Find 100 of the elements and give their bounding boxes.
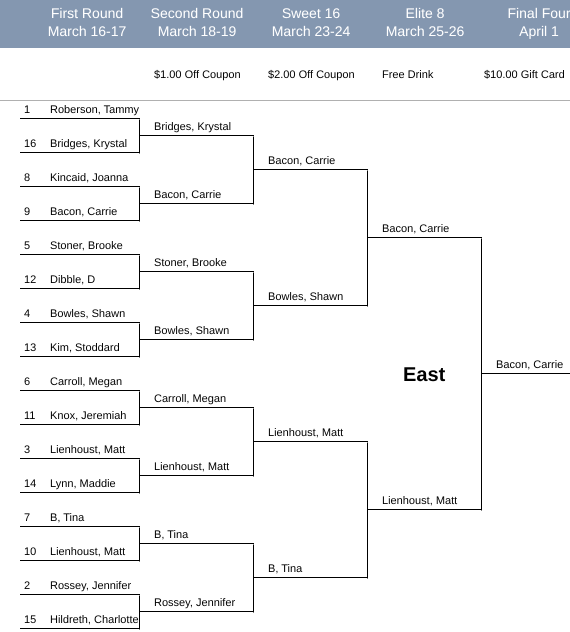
seed-number: 14 xyxy=(24,477,36,492)
bracket-slot xyxy=(20,545,140,561)
player-name: Lienhoust, Matt xyxy=(154,460,230,475)
bracket-slot xyxy=(20,375,140,391)
seed-number: 2 xyxy=(24,579,30,594)
player-name: Lynn, Maddie xyxy=(50,477,116,492)
bracket-slot xyxy=(20,341,140,357)
player-name: Hildreth, Charlotte xyxy=(50,613,139,628)
bracket-line xyxy=(139,391,140,409)
bracket-line xyxy=(253,306,254,341)
prize-text: $2.00 Off Coupon xyxy=(268,69,355,81)
column-heading: Sweet 16 xyxy=(280,4,342,22)
player-name: Bacon, Carrie xyxy=(382,222,450,237)
region-title: East xyxy=(403,364,446,387)
bracket-line xyxy=(139,340,140,358)
bracket-slot xyxy=(20,103,140,119)
bracket-line xyxy=(253,136,254,171)
seed-number: 16 xyxy=(24,137,36,152)
bracket-line xyxy=(139,204,140,222)
player-name: Lienhoust, Matt xyxy=(268,426,344,441)
bracket-slot xyxy=(140,460,254,476)
bracket-slot xyxy=(20,205,140,221)
bracket-line xyxy=(139,323,140,341)
column-heading: Elite 8 xyxy=(404,4,446,22)
bracket-line xyxy=(139,459,140,477)
bracket-slot xyxy=(20,477,140,493)
bracket-line xyxy=(139,595,140,613)
player-name: Knox, Jeremiah xyxy=(50,409,126,424)
bracket-slot xyxy=(140,596,254,612)
column-heading: March 16-17 xyxy=(46,22,128,40)
player-name: Bacon, Carrie xyxy=(50,205,118,220)
bracket-slot xyxy=(140,392,254,408)
bracket-slot xyxy=(20,443,140,459)
bracket-slot xyxy=(140,188,254,204)
seed-number: 10 xyxy=(24,545,36,560)
player-name: Bacon, Carrie xyxy=(154,188,222,203)
bracket-line xyxy=(367,442,368,511)
bracket-line xyxy=(253,408,254,443)
bracket-slot xyxy=(20,137,140,153)
bracket-line xyxy=(139,612,140,630)
player-name: Bridges, Krystal xyxy=(154,120,232,135)
column-heading: First Round xyxy=(50,4,124,22)
seed-number: 11 xyxy=(24,409,36,424)
bracket-slot xyxy=(368,222,482,238)
bracket-line xyxy=(139,544,140,562)
player-name: Lienhoust, Matt xyxy=(50,545,126,560)
seed-number: 9 xyxy=(24,205,30,220)
bracket-line xyxy=(253,272,254,307)
seed-number: 7 xyxy=(24,511,30,526)
column-heading: April 1 xyxy=(518,22,560,40)
column-heading: March 25-26 xyxy=(384,22,466,40)
seed-number: 1 xyxy=(24,103,30,118)
bracket-slot xyxy=(20,273,140,289)
player-name: Stoner, Brooke xyxy=(50,239,123,254)
seed-number: 15 xyxy=(24,613,36,628)
column-heading: Final Four xyxy=(506,4,570,22)
player-name: Carroll, Megan xyxy=(154,392,226,407)
bracket-slot xyxy=(254,562,368,578)
bracket-slot xyxy=(368,494,482,510)
seed-number: 5 xyxy=(24,239,30,254)
bracket-line xyxy=(139,476,140,494)
bracket-line xyxy=(481,238,482,375)
bracket-slot xyxy=(20,613,140,629)
seed-number: 3 xyxy=(24,443,30,458)
seed-number: 4 xyxy=(24,307,30,322)
bracket-line xyxy=(253,170,254,205)
player-name: Dibble, D xyxy=(50,273,96,288)
bracket-slot xyxy=(140,256,254,272)
bracket-slot xyxy=(20,171,140,187)
player-name: Bowles, Shawn xyxy=(268,290,344,305)
player-name: Bowles, Shawn xyxy=(154,324,230,339)
bracket-line xyxy=(367,510,368,579)
bracket-line xyxy=(253,544,254,579)
prize-text: $10.00 Gift Card xyxy=(484,69,565,81)
player-name: B, Tina xyxy=(268,562,302,577)
bracket-line xyxy=(139,408,140,426)
bracket-line xyxy=(367,170,368,239)
prize-text: Free Drink xyxy=(382,69,434,81)
column-heading: March 23-24 xyxy=(270,22,352,40)
bracket-line xyxy=(139,187,140,205)
player-name: Kim, Stoddard xyxy=(50,341,120,356)
player-name: Carroll, Megan xyxy=(50,375,122,390)
bracket-slot xyxy=(254,290,368,306)
player-name: B, Tina xyxy=(154,528,188,543)
bracket-line xyxy=(253,578,254,613)
bracket-line xyxy=(139,255,140,273)
bracket-line xyxy=(139,272,140,290)
bracket-line xyxy=(139,527,140,545)
seed-number: 8 xyxy=(24,171,30,186)
seed-number: 13 xyxy=(24,341,36,356)
prize-text: $1.00 Off Coupon xyxy=(154,69,241,81)
bracket-slot xyxy=(20,239,140,255)
player-name: Lienhoust, Matt xyxy=(382,494,458,509)
player-name: Bacon, Carrie xyxy=(268,154,336,169)
bracket-line xyxy=(253,442,254,477)
bracket-slot xyxy=(482,358,570,374)
bracket-slot xyxy=(254,154,368,170)
seed-number: 6 xyxy=(24,375,30,390)
player-name: Kincaid, Joanna xyxy=(50,171,128,186)
player-name: Bowles, Shawn xyxy=(50,307,126,322)
